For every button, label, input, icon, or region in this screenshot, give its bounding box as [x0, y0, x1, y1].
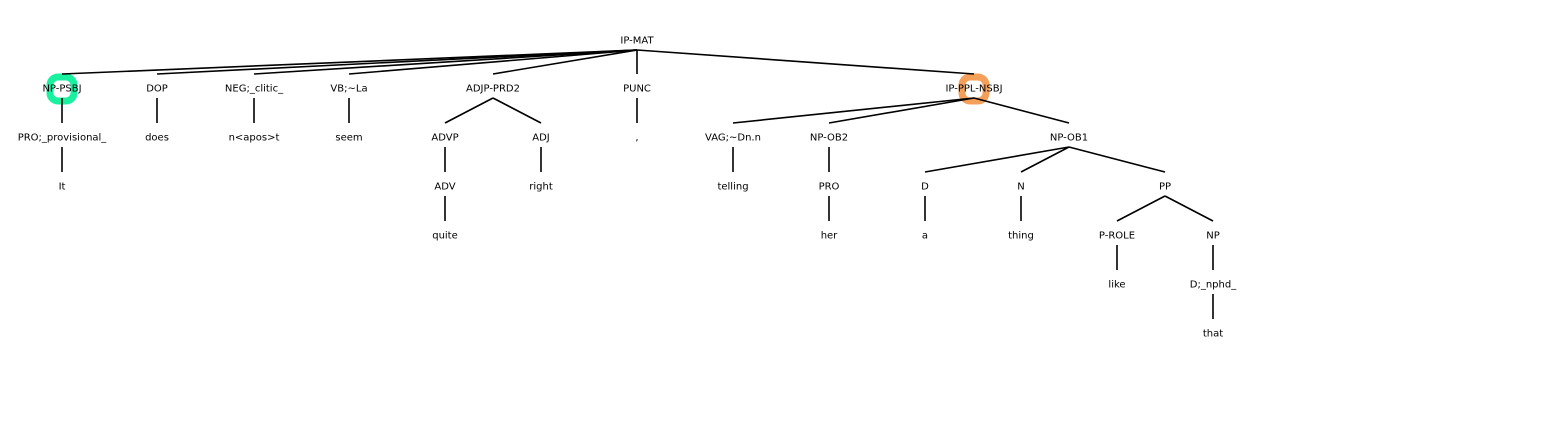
node-nt: n<apos>t [229, 133, 280, 144]
node-adj: ADJ [532, 133, 550, 144]
node-advp: ADVP [431, 133, 458, 144]
edge-adjp-adj [492, 97, 542, 124]
edge-np_ob1-d1 [924, 146, 1070, 173]
node-telling: telling [717, 182, 748, 193]
edge-ip_ppl-vag [732, 97, 975, 124]
edge-ip_mat-neg [253, 49, 638, 75]
node-vb: VB;~La [330, 84, 367, 95]
node-dop: DOP [146, 84, 168, 95]
highlight-ip_ppl [958, 73, 990, 105]
node-seem: seem [335, 133, 362, 144]
edge-ip_mat-adjp [492, 49, 638, 75]
edge-pp-prole [1116, 195, 1166, 222]
node-vag: VAG;~Dn.n [705, 133, 761, 144]
node-thing: thing [1008, 231, 1034, 242]
edge-pp-np [1164, 195, 1214, 222]
edge-ip_mat-dop [156, 49, 638, 75]
node-d1: D [921, 182, 929, 193]
node-neg: NEG;_clitic_ [225, 84, 284, 95]
node-her: her [821, 231, 838, 242]
node-like: like [1108, 280, 1125, 291]
node-pro_prov: PRO;_provisional_ [18, 133, 108, 144]
node-punc: PUNC [623, 84, 651, 95]
node-quite: quite [432, 231, 458, 242]
node-n: N [1017, 182, 1024, 193]
node-np_ob1: NP-OB1 [1050, 133, 1088, 144]
node-np_ob2: NP-OB2 [810, 133, 848, 144]
edge-ip_ppl-np_ob1 [973, 97, 1070, 124]
edge-ip_mat-ip_ppl [636, 49, 975, 75]
edge-ip_mat-vb [348, 49, 638, 75]
node-right: right [529, 182, 553, 193]
edge-layer [61, 49, 1214, 319]
node-adjp: ADJP-PRD2 [466, 84, 520, 95]
node-d_nphd: D;_nphd_ [1190, 280, 1237, 291]
node-pro: PRO [819, 182, 840, 193]
node-np_psbj: NP-PSBJ [42, 84, 81, 95]
node-a: a [922, 231, 928, 242]
node-it: It [59, 182, 66, 193]
node-does: does [145, 133, 169, 144]
node-comma: , [635, 133, 638, 144]
edge-np_ob1-n [1020, 146, 1070, 173]
edge-ip_ppl-np_ob2 [828, 97, 975, 124]
edge-np_ob1-pp [1068, 146, 1166, 173]
edge-adjp-advp [444, 97, 494, 124]
node-ip_ppl: IP-PPL-NSBJ [945, 84, 1002, 95]
node-prole: P-ROLE [1099, 231, 1135, 242]
node-adv: ADV [434, 182, 455, 193]
node-pp: PP [1159, 182, 1171, 193]
label-layer: IP-MATNP-PSBJPRO;_provisional_ItDOPdoesN… [18, 36, 1238, 340]
node-that: that [1203, 329, 1223, 340]
node-ip_mat: IP-MAT [620, 36, 654, 47]
node-np: NP [1206, 231, 1220, 242]
